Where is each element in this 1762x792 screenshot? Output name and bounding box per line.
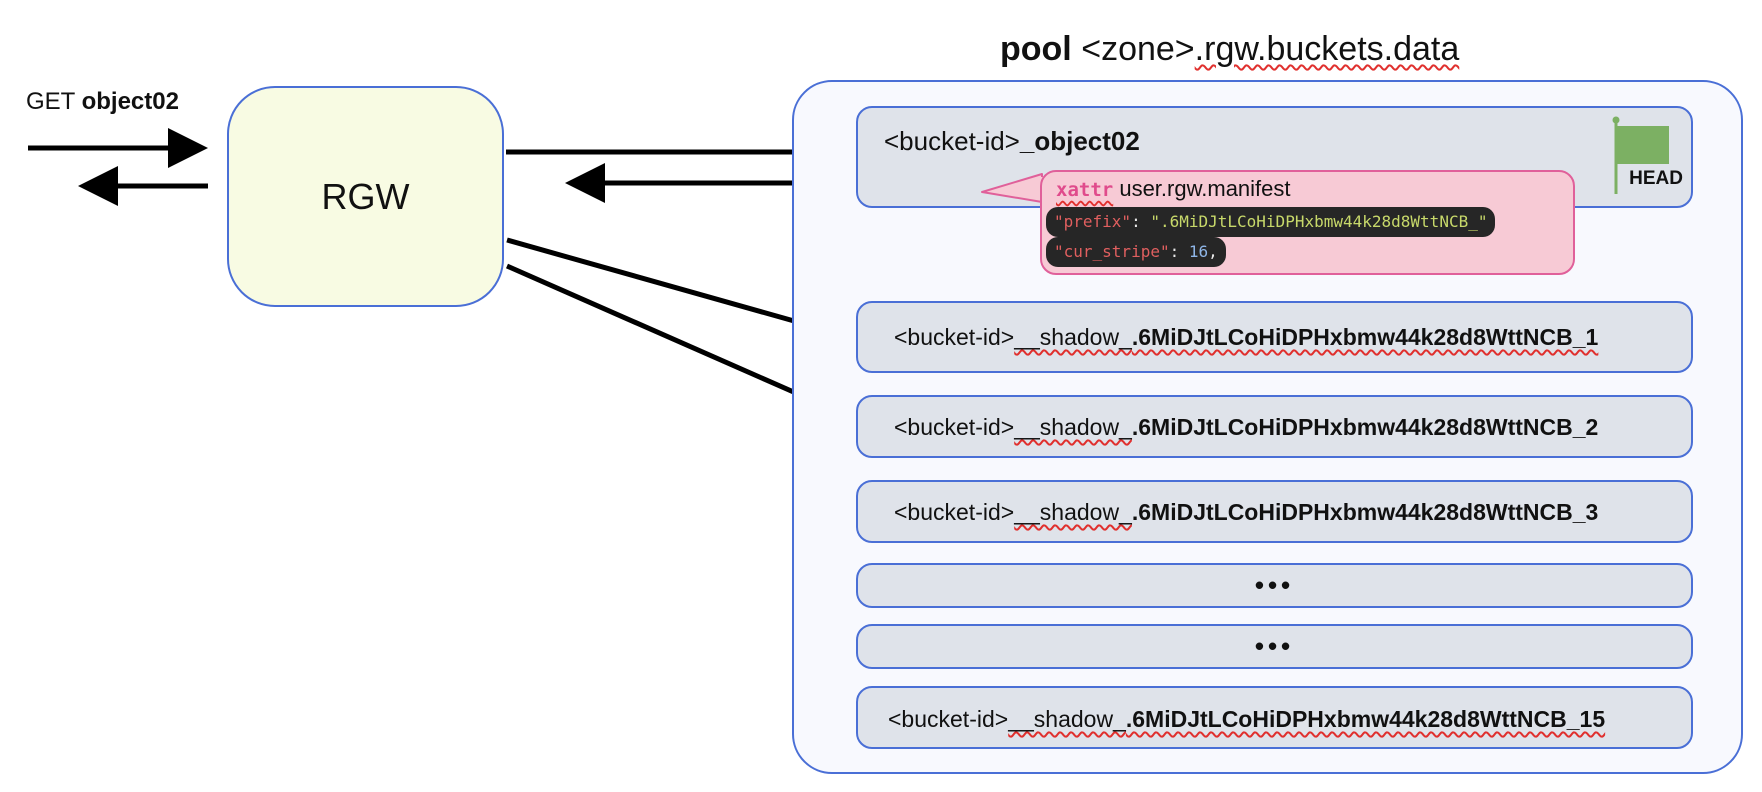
rgw-to-shadow1-arrow xyxy=(506,237,836,342)
ellipsis-row: ••• xyxy=(856,624,1693,669)
xattr-line: xattr user.rgw.manifest xyxy=(1056,176,1291,202)
prefix-value: ".6MiDJtLCoHiDPHxbmw44k28d8WttNCB_" xyxy=(1150,212,1488,231)
pool-zone: <zone> xyxy=(1081,30,1195,68)
http-method: GET xyxy=(26,88,75,115)
ellipsis: ••• xyxy=(1254,631,1295,661)
head-object-prefix: <bucket-id> xyxy=(884,126,1020,156)
xattr-keyword: xattr xyxy=(1056,179,1114,201)
get-request-label: GET object02 xyxy=(26,88,179,116)
stripe-key: "cur_stripe" xyxy=(1054,242,1170,261)
head-object-suffix: _object02 xyxy=(1019,126,1140,156)
manifest-callout: xattr user.rgw.manifest "prefix": ".6MiD… xyxy=(1040,170,1575,275)
rgw-to-shadow2-arrow xyxy=(505,263,840,415)
stripe-code-line: "cur_stripe": 16, xyxy=(1046,237,1226,267)
shadow-object-row: <bucket-id>__shadow_.6MiDJtLCoHiDPHxbmw4… xyxy=(856,301,1693,373)
shadow-object-name: <bucket-id>__shadow_.6MiDJtLCoHiDPHxbmw4… xyxy=(894,414,1599,440)
pool-name: .rgw.buckets.data xyxy=(1194,30,1460,68)
shadow-object-name: <bucket-id>__shadow_.6MiDJtLCoHiDPHxbmw4… xyxy=(888,706,1606,732)
shadow-object-name: <bucket-id>__shadow_.6MiDJtLCoHiDPHxbmw4… xyxy=(894,324,1599,350)
shadow-object-name: <bucket-id>__shadow_.6MiDJtLCoHiDPHxbmw4… xyxy=(894,499,1599,525)
head-flag-label: HEAD xyxy=(1629,168,1683,189)
ellipsis: ••• xyxy=(1254,570,1295,600)
rgw-label: RGW xyxy=(321,175,410,217)
prefix-code-line: "prefix": ".6MiDJtLCoHiDPHxbmw44k28d8Wtt… xyxy=(1046,207,1496,237)
xattr-name: user.rgw.manifest xyxy=(1119,176,1291,201)
shadow-object-row: <bucket-id>__shadow_.6MiDJtLCoHiDPHxbmw4… xyxy=(856,395,1693,458)
object-name: object02 xyxy=(81,88,179,115)
shadow-object-row: <bucket-id>__shadow_.6MiDJtLCoHiDPHxbmw4… xyxy=(856,480,1693,543)
rgw-box: RGW xyxy=(227,86,504,307)
pool-keyword: pool xyxy=(1000,30,1072,68)
pool-title: pool <zone>.rgw.buckets.data xyxy=(1000,30,1459,69)
head-object-name: <bucket-id>_object02 xyxy=(884,126,1140,157)
ellipsis-row: ••• xyxy=(856,563,1693,608)
flag-icon xyxy=(1612,116,1669,194)
stripe-value: 16 xyxy=(1188,242,1209,261)
shadow-object-row: <bucket-id>__shadow_.6MiDJtLCoHiDPHxbmw4… xyxy=(856,686,1693,749)
prefix-key: "prefix" xyxy=(1054,212,1132,231)
